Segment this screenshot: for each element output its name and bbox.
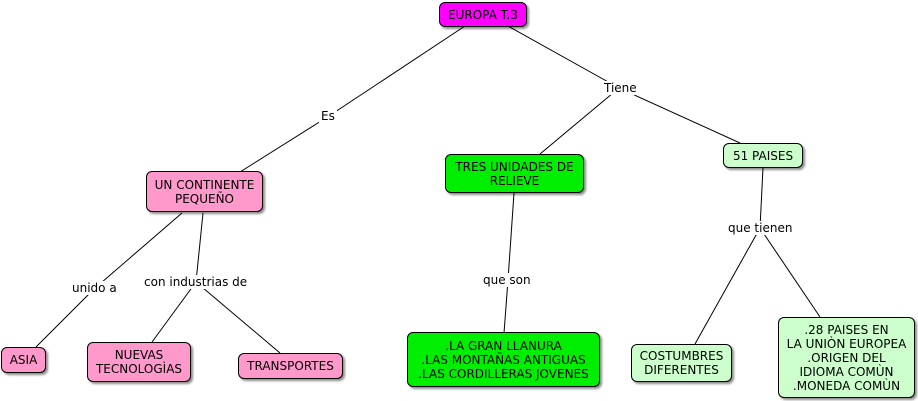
link-label-es: Es [319,109,337,123]
line-continente-industrias [195,212,204,283]
concept-node-tres-unidades-relieve[interactable]: TRES UNIDADES DE RELIEVE [445,154,584,193]
link-label-tiene: Tiene [602,81,639,95]
line-relieve-queson [507,192,515,281]
link-label-que-tienen: que tienen [726,221,795,235]
line-industrias-transportes [195,281,281,354]
link-label-unido-a: unido a [70,281,119,295]
line-unido-asia [35,288,95,348]
concept-node-51-paises[interactable]: 51 PAISES [723,143,803,168]
line-quetienen-costumbres [694,227,761,345]
link-label-que-son: que son [481,273,533,287]
concept-node-continente-pequeno[interactable]: UN CONTINENTE PEQUEÑO [146,171,263,212]
line-root-es [328,25,466,117]
concept-node-nuevas-tecnologias[interactable]: NUEVAS TECNOLOGÌAS [87,342,191,382]
line-es-continente [239,115,330,173]
line-root-tiene [507,25,620,89]
line-tiene-paises [618,87,741,144]
concept-node-transportes[interactable]: TRANSPORTES [238,353,343,379]
line-industrias-nuevas [151,281,197,343]
line-continente-unido [93,212,183,290]
concept-node-union-europea[interactable]: .28 PAISES EN LA UNIÒN EUROPEA .ORIGEN D… [778,317,915,398]
concept-node-unidades-list[interactable]: .LA GRAN LLANURA .LAS MONTAÑAS ANTIGUAS … [407,332,600,387]
link-label-con-industrias-de: con industrias de [142,275,250,289]
line-queson-llanura [503,279,509,334]
line-tiene-relieve [539,87,620,155]
line-quetienen-union [759,227,821,318]
concept-node-costumbres-diferentes[interactable]: COSTUMBRES DIFERENTES [631,344,732,382]
concept-node-asia[interactable]: ASIA [1,347,46,373]
concept-node-europa[interactable]: EUROPA T.3 [439,2,527,27]
line-paises-quetienen [759,167,764,229]
